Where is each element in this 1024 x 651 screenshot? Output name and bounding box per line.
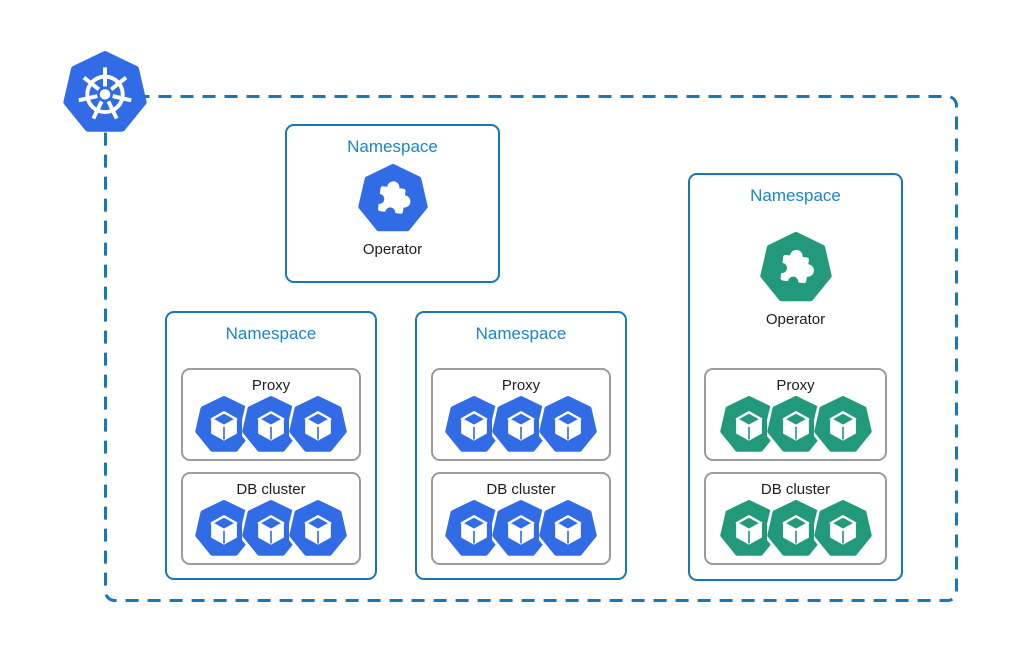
- proxy-label: Proxy: [776, 377, 815, 394]
- db-cluster-label: DB cluster: [236, 481, 306, 498]
- namespace-title: Namespace: [225, 324, 317, 343]
- pod-row: [445, 396, 597, 454]
- pod-icon: [289, 396, 347, 454]
- kubernetes-logo-icon: [63, 51, 147, 135]
- proxy-group: Proxy: [431, 368, 611, 461]
- proxy-label: Proxy: [501, 377, 541, 394]
- namespace-title: Namespace: [347, 137, 438, 156]
- db-cluster-group: DB cluster: [181, 472, 361, 565]
- pod-row: [445, 500, 597, 558]
- db-cluster-group: DB cluster: [431, 472, 611, 565]
- pod-icon: [814, 396, 872, 454]
- db-cluster-label: DB cluster: [760, 481, 831, 498]
- namespace-box-operator: Namespace Operator: [285, 124, 500, 283]
- pod-icon: [814, 500, 872, 558]
- operator-label: Operator: [362, 241, 423, 258]
- pod-icon: [289, 500, 347, 558]
- operator-icon: [760, 232, 832, 304]
- namespace-box-right: Namespace Operator Proxy DB cluster: [688, 173, 903, 581]
- operator-icon: [358, 164, 428, 234]
- pod-row: [720, 396, 872, 454]
- db-cluster-label: DB cluster: [486, 481, 556, 498]
- db-cluster-group: DB cluster: [704, 472, 887, 565]
- proxy-group: Proxy: [181, 368, 361, 461]
- namespace-box-left: Namespace Proxy DB cluster: [165, 311, 377, 580]
- pod-row: [195, 396, 347, 454]
- namespace-title: Namespace: [475, 324, 567, 343]
- proxy-group: Proxy: [704, 368, 887, 461]
- pod-icon: [539, 396, 597, 454]
- operator-label: Operator: [765, 311, 826, 328]
- namespace-title: Namespace: [750, 186, 841, 205]
- proxy-label: Proxy: [251, 377, 291, 394]
- pod-row: [195, 500, 347, 558]
- namespace-box-middle: Namespace Proxy DB cluster: [415, 311, 627, 580]
- pod-icon: [539, 500, 597, 558]
- pod-row: [720, 500, 872, 558]
